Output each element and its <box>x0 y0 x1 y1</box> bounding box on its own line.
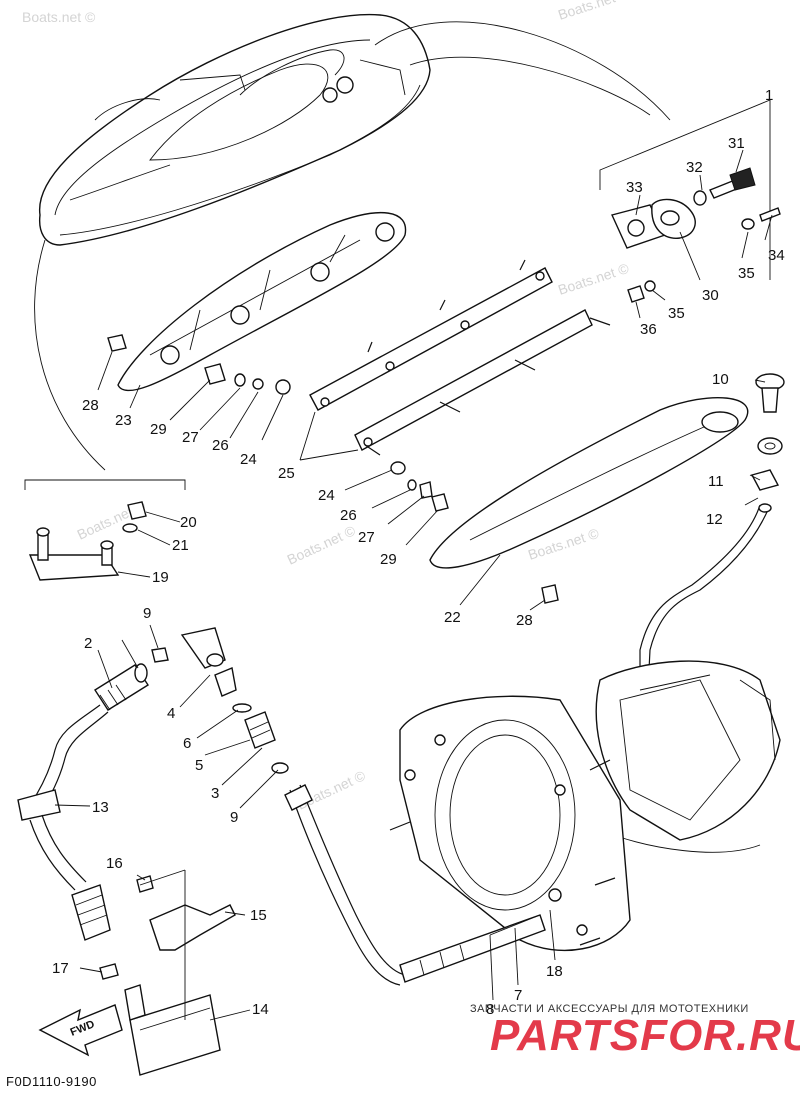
callout-27: 27 <box>182 429 199 446</box>
callout-29: 29 <box>380 551 397 568</box>
callout-34: 34 <box>768 247 785 264</box>
intake-plate <box>389 695 631 952</box>
callout-19: 19 <box>152 569 169 586</box>
callout-12: 12 <box>706 511 723 528</box>
callout-14: 14 <box>252 1001 269 1018</box>
drain-plug-assembly <box>611 167 781 303</box>
callout-6: 6 <box>183 735 191 752</box>
callout-9: 9 <box>143 605 151 622</box>
watermark: Boats.net © <box>556 0 631 23</box>
callout-24: 24 <box>318 487 335 504</box>
drain-plug-10 <box>639 373 785 691</box>
callout-35: 35 <box>668 305 685 322</box>
callout-24: 24 <box>240 451 257 468</box>
callout-11: 11 <box>708 473 724 490</box>
callout-labels: 1 2 3 4 5 6 7 8 9 9 10 11 12 13 14 15 16… <box>52 87 785 1018</box>
sponson-right <box>429 396 749 569</box>
callout-7: 7 <box>514 987 522 1004</box>
callout-35: 35 <box>738 265 755 282</box>
brand-logo-text: PARTSFOR.RU <box>490 1011 800 1060</box>
brand-logo: ЗАПЧАСТИ И АКСЕССУАРЫ ДЛЯ МОТОТЕХНИКИ PA… <box>470 1003 800 1060</box>
leader-line <box>374 21 671 121</box>
watercraft-hull <box>38 13 431 246</box>
callout-23: 23 <box>115 412 132 429</box>
callout-25: 25 <box>278 465 295 482</box>
watermark: Boats.net © <box>22 9 96 25</box>
group-bracket <box>599 99 771 190</box>
callout-10: 10 <box>712 371 729 388</box>
watermark: Boats.net © <box>556 260 631 298</box>
sponson-left <box>117 212 407 392</box>
bracket-19 <box>28 501 147 581</box>
callout-36: 36 <box>640 321 657 338</box>
brand-tagline: ЗАПЧАСТИ И АКСЕССУАРЫ ДЛЯ МОТОТЕХНИКИ <box>470 1003 749 1015</box>
callout-26: 26 <box>212 437 229 454</box>
callout-5: 5 <box>195 757 203 774</box>
callout-30: 30 <box>702 287 719 304</box>
mounting-bars <box>309 259 611 456</box>
watermark: Boats.net © <box>285 522 359 568</box>
callout-8: 8 <box>486 1001 494 1018</box>
fwd-arrow: FWD <box>38 1004 123 1057</box>
callout-32: 32 <box>686 159 703 176</box>
callout-15: 15 <box>250 907 267 924</box>
callout-33: 33 <box>626 179 643 196</box>
callout-18: 18 <box>546 963 563 980</box>
callout-28: 28 <box>516 612 533 629</box>
callout-27: 27 <box>358 529 375 546</box>
callout-2: 2 <box>84 635 92 652</box>
diagram-code: F0D1110-9190 <box>6 1074 97 1089</box>
water-box <box>99 875 236 1076</box>
hose-fittings <box>29 627 289 813</box>
callout-4: 4 <box>167 705 175 722</box>
callout-31: 31 <box>728 135 745 152</box>
callout-leaders <box>54 149 773 1021</box>
callout-29: 29 <box>150 421 167 438</box>
group-bracket <box>24 479 186 490</box>
callout-21: 21 <box>172 537 189 554</box>
callout-13: 13 <box>92 799 109 816</box>
callout-16: 16 <box>106 855 123 872</box>
jet-pump-housing <box>595 660 781 853</box>
tube-7-8 <box>284 784 546 986</box>
callout-9: 9 <box>230 809 238 826</box>
callout-3: 3 <box>211 785 219 802</box>
callout-22: 22 <box>444 609 461 626</box>
leader-line <box>34 239 106 471</box>
callout-1: 1 <box>765 87 773 104</box>
leader-line <box>409 56 651 116</box>
callout-28: 28 <box>82 397 99 414</box>
fasteners <box>107 334 559 604</box>
callout-17: 17 <box>52 960 69 977</box>
callout-20: 20 <box>180 514 197 531</box>
callout-26: 26 <box>340 507 357 524</box>
hose-13 <box>17 789 111 941</box>
